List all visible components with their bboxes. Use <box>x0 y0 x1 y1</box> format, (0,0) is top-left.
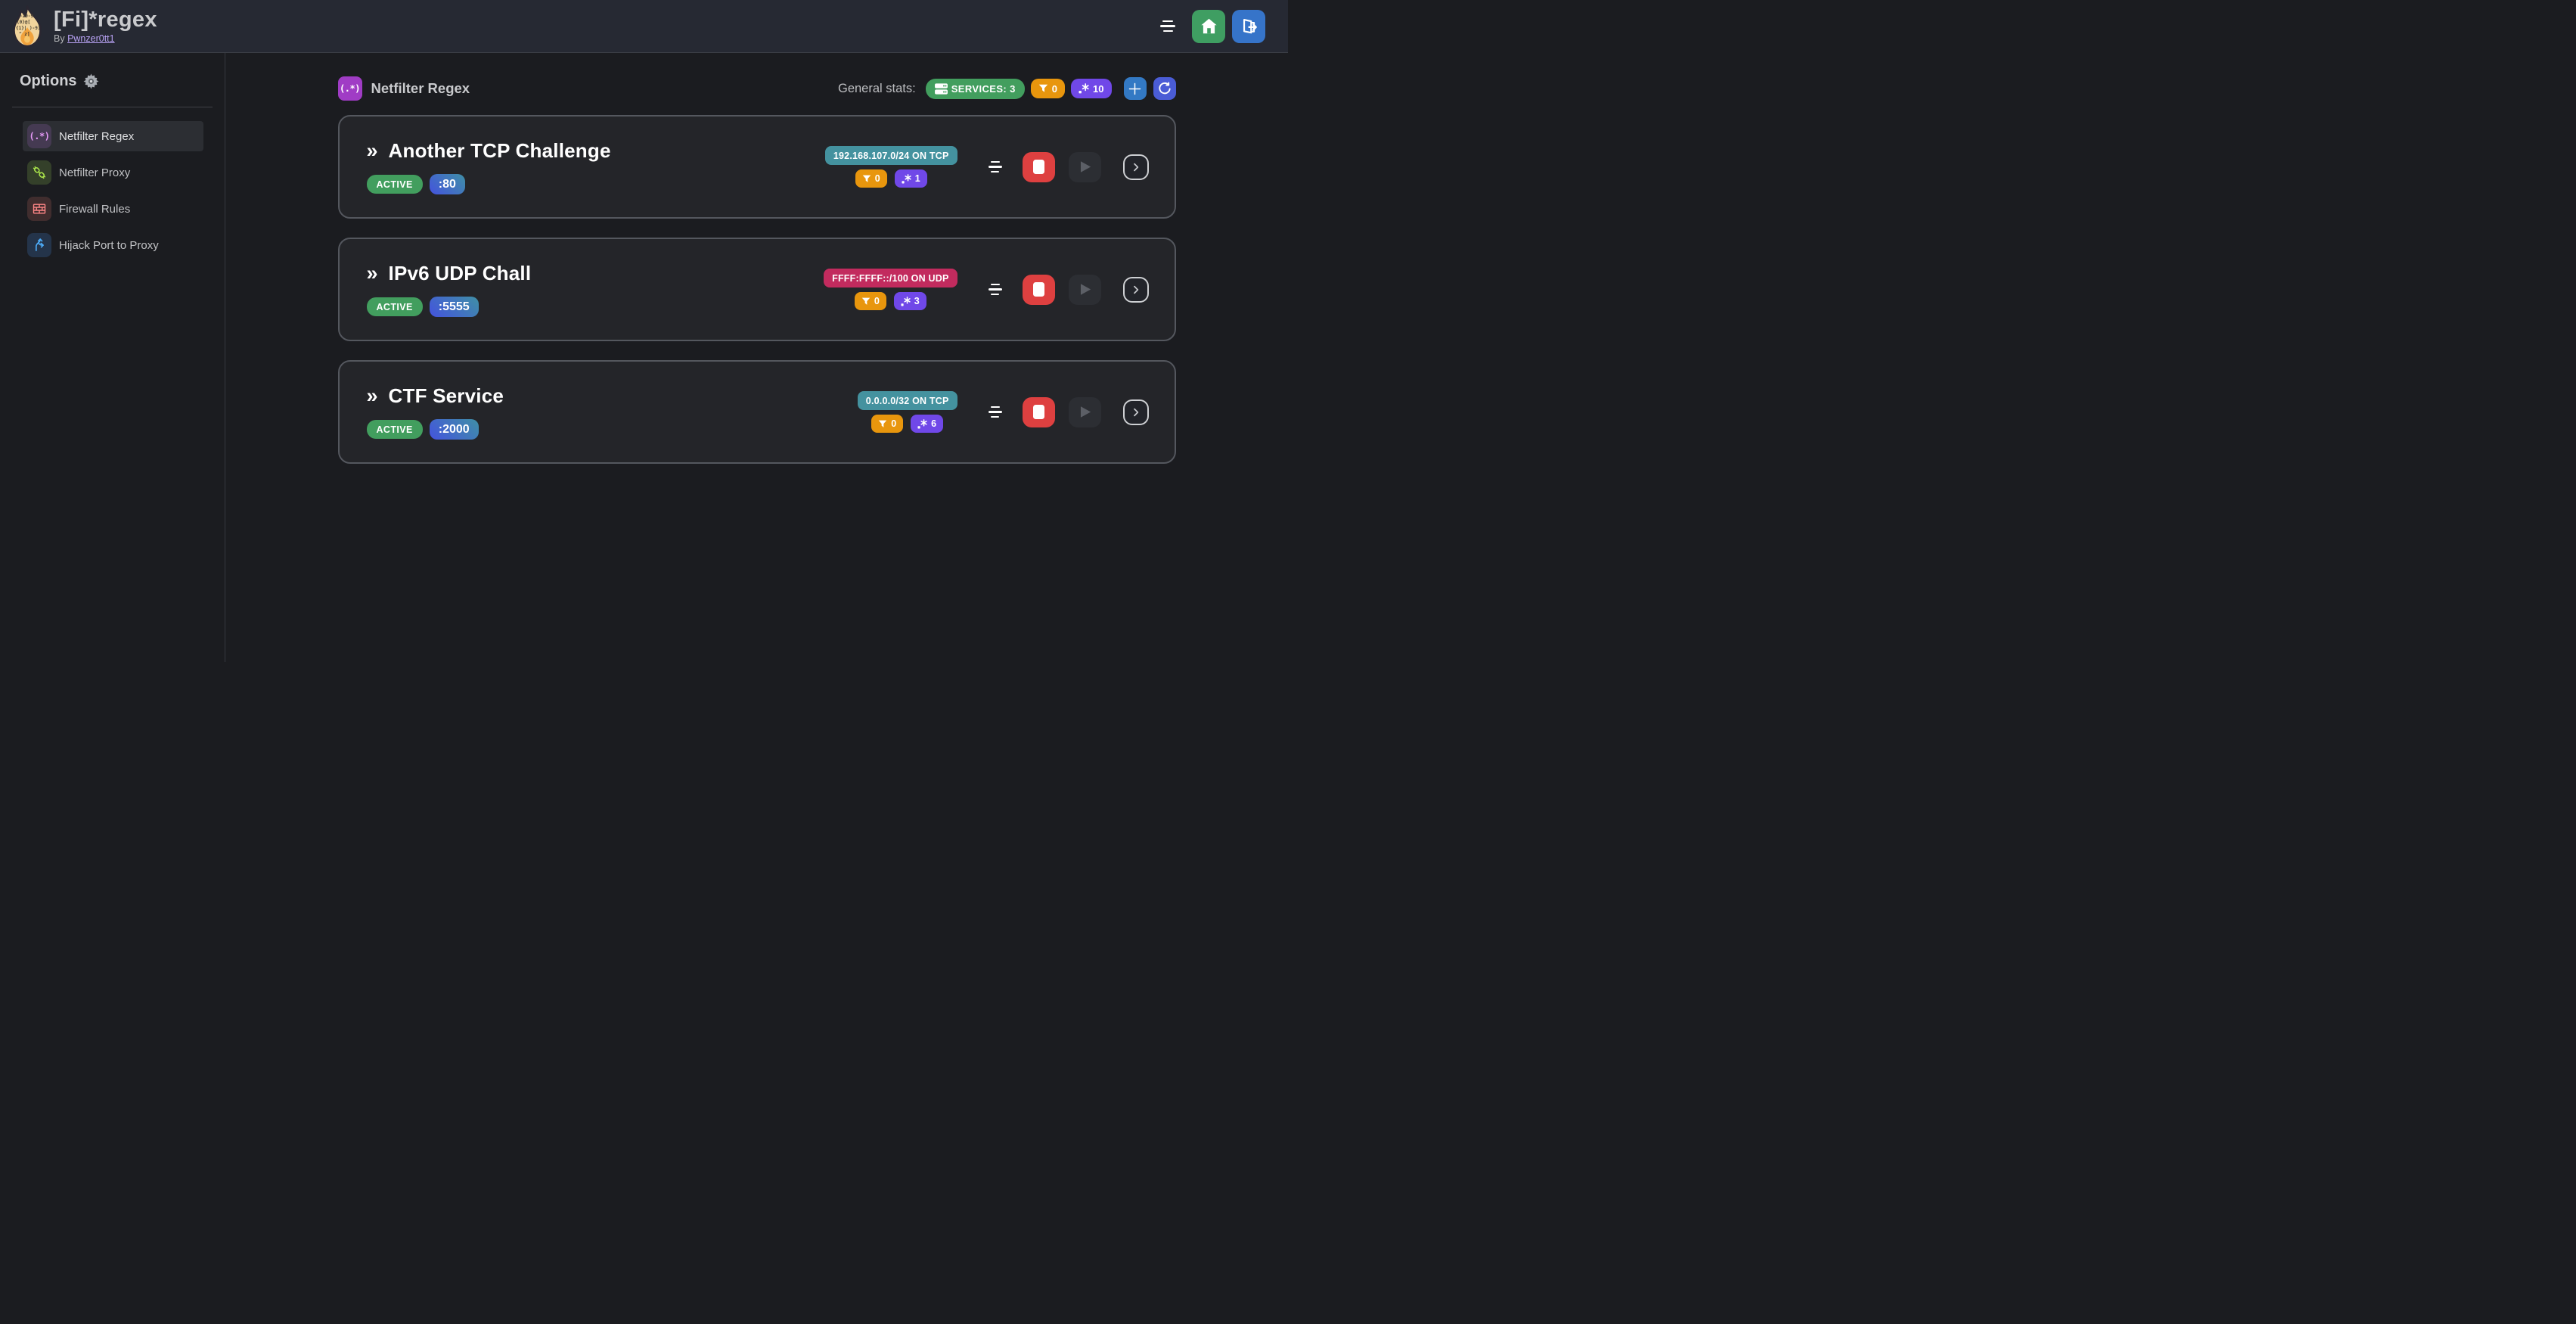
flame-regex-logo-icon: -z0-9 {0}@[ {1}| )-9] ^ z] <box>13 5 42 47</box>
service-menu-button[interactable] <box>985 157 1006 177</box>
add-service-button[interactable] <box>1123 77 1147 100</box>
service-card: » Another TCP Challenge ACTIVE :80 192.1… <box>337 115 1176 219</box>
port-badge: :80 <box>429 174 465 194</box>
stop-button[interactable] <box>1022 274 1055 305</box>
regex-glyph-icon <box>901 296 911 306</box>
svg-text:^ z]: ^ z] <box>19 32 29 37</box>
menu-icon <box>1160 20 1175 33</box>
svg-text:{1}| )-9]: {1}| )-9] <box>16 26 41 31</box>
status-badge: ACTIVE <box>366 297 423 316</box>
gear-icon <box>83 73 99 89</box>
start-button[interactable] <box>1068 151 1101 182</box>
sidebar-nav: (.*) Netfilter Regex Netfilter Proxy <box>0 121 225 260</box>
home-button[interactable] <box>1192 9 1225 43</box>
play-icon <box>1080 406 1091 418</box>
svg-text:{0}@[: {0}@[ <box>17 20 30 25</box>
refresh-icon <box>1159 82 1171 94</box>
services-count-badge: SERVICES: 3 <box>925 78 1025 99</box>
status-badge: ACTIVE <box>366 175 423 194</box>
start-button[interactable] <box>1068 274 1101 305</box>
service-filters-badge: 0 <box>854 292 886 310</box>
service-name: CTF Service <box>388 384 504 407</box>
funnel-icon <box>878 420 887 427</box>
play-icon <box>1080 284 1091 295</box>
sidebar-item-netfilter-regex[interactable]: (.*) Netfilter Regex <box>23 121 203 151</box>
port-badge: :5555 <box>429 297 479 317</box>
author-link[interactable]: Pwnzer0tt1 <box>67 33 115 44</box>
chevron-right-icon <box>1133 408 1138 416</box>
server-icon <box>934 82 948 95</box>
service-regexes-badge: 6 <box>911 415 944 433</box>
service-menu-button[interactable] <box>985 402 1006 422</box>
sidebar-item-hijack-port-to-proxy[interactable]: Hijack Port to Proxy <box>23 230 203 260</box>
start-button[interactable] <box>1068 396 1101 427</box>
service-menu-button[interactable] <box>985 280 1006 300</box>
address-badge: FFFF:FFFF::/100 ON UDP <box>824 269 957 287</box>
service-chevrons-icon: » <box>366 384 378 407</box>
home-icon <box>1200 18 1217 34</box>
chevron-right-icon <box>1133 285 1138 294</box>
service-filters-badge: 0 <box>871 415 904 433</box>
stop-icon <box>1032 405 1044 419</box>
service-chevrons-icon: » <box>366 139 378 162</box>
chevron-right-icon <box>1133 163 1138 171</box>
section-title: Netfilter Regex <box>371 80 470 96</box>
play-icon <box>1080 161 1091 172</box>
menu-icon <box>988 160 1002 173</box>
plus-icon <box>1128 82 1141 95</box>
sidebar-item-firewall-rules[interactable]: Firewall Rules <box>23 194 203 224</box>
menu-icon <box>988 283 1002 296</box>
stop-button[interactable] <box>1022 151 1055 182</box>
menu-button[interactable] <box>1156 16 1180 37</box>
regex-glyph-icon <box>1079 83 1089 94</box>
service-regexes-badge: 1 <box>894 169 927 188</box>
stop-icon <box>1032 282 1044 297</box>
address-badge: 192.168.107.0/24 ON TCP <box>824 146 957 165</box>
regexes-count-badge: 10 <box>1071 79 1112 98</box>
sidebar-item-netfilter-proxy[interactable]: Netfilter Proxy <box>23 157 203 188</box>
service-regexes-badge: 3 <box>893 292 926 310</box>
split-arrows-icon <box>27 233 51 257</box>
app-header: -z0-9 {0}@[ {1}| )-9] ^ z] [Fi]*regex By… <box>0 0 1288 53</box>
app-title: [Fi]*regex <box>54 8 157 33</box>
stats-label: General stats: <box>837 81 916 95</box>
filters-count-badge: 0 <box>1030 79 1066 98</box>
service-name: Another TCP Challenge <box>388 139 611 162</box>
menu-icon <box>988 406 1002 418</box>
plug-icon <box>27 160 51 185</box>
sidebar: Options (.*) Netfilter Regex <box>0 53 225 662</box>
service-card: » IPv6 UDP Chall ACTIVE :5555 FFFF:FFFF:… <box>337 238 1176 341</box>
logout-button[interactable] <box>1232 9 1265 43</box>
content-header: (.*) Netfilter Regex General stats: SERV… <box>337 76 1176 101</box>
logout-icon <box>1243 18 1257 33</box>
service-chevrons-icon: » <box>366 262 378 284</box>
regex-glyph-icon <box>917 418 927 428</box>
svg-text:-z0-9: -z0-9 <box>20 14 33 19</box>
brick-wall-icon <box>27 197 51 221</box>
funnel-icon <box>861 297 871 305</box>
port-badge: :2000 <box>429 419 479 440</box>
details-button[interactable] <box>1122 154 1149 180</box>
general-stats: General stats: SERVICES: 3 0 <box>838 77 1176 100</box>
funnel-icon <box>1038 84 1048 92</box>
stop-button[interactable] <box>1022 396 1055 427</box>
byline: By Pwnzer0tt1 <box>54 33 115 44</box>
funnel-icon <box>862 175 871 182</box>
service-name: IPv6 UDP Chall <box>388 262 532 284</box>
regex-icon: (.*) <box>27 124 51 148</box>
service-filters-badge: 0 <box>855 169 887 188</box>
address-badge: 0.0.0.0/32 ON TCP <box>857 391 957 410</box>
brand: -z0-9 {0}@[ {1}| )-9] ^ z] [Fi]*regex By… <box>10 5 157 48</box>
status-badge: ACTIVE <box>366 420 423 439</box>
refresh-button[interactable] <box>1153 77 1176 100</box>
stop-icon <box>1032 160 1044 174</box>
regex-glyph-icon <box>902 173 911 183</box>
service-card: » CTF Service ACTIVE :2000 0.0.0.0/32 ON… <box>337 360 1176 464</box>
details-button[interactable] <box>1122 276 1149 303</box>
netfilter-regex-icon: (.*) <box>337 76 362 101</box>
sidebar-heading: Options <box>0 73 225 90</box>
main-panel: (.*) Netfilter Regex General stats: SERV… <box>225 53 1288 662</box>
details-button[interactable] <box>1122 399 1149 425</box>
